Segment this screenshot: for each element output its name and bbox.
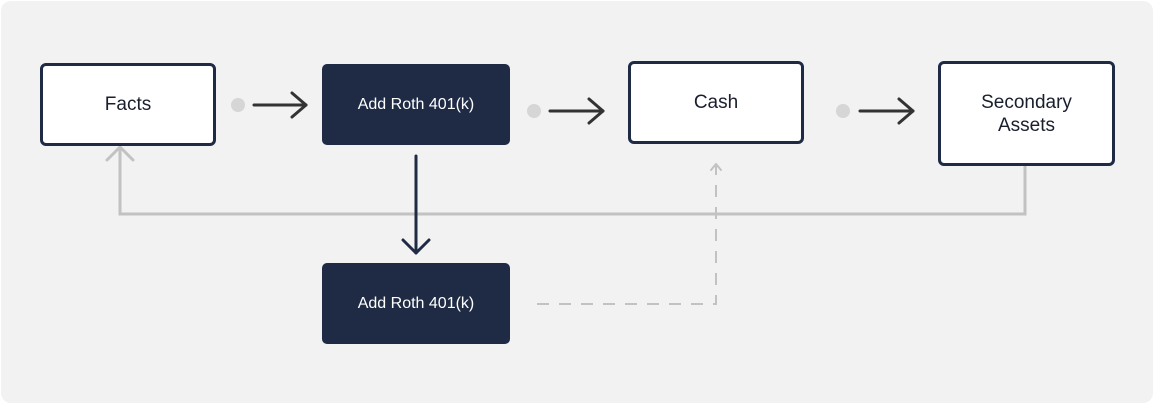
feedback-loop-line <box>118 147 1027 216</box>
connector-dot-3 <box>836 104 850 118</box>
node-add-roth-401k[interactable]: Add Roth 401(k) <box>322 64 510 145</box>
arrow-cash-to-secondary <box>858 97 915 125</box>
node-cash-label: Cash <box>693 92 739 113</box>
node-facts[interactable]: Facts <box>40 63 216 146</box>
node-add-roth-401k-secondary[interactable]: Add Roth 401(k) <box>322 263 510 344</box>
arrow-roth-down <box>401 154 431 255</box>
node-secondary-assets[interactable]: Secondary Assets <box>938 61 1115 166</box>
arrow-roth-to-cash <box>548 97 605 125</box>
node-secondary-assets-label: Secondary Assets <box>981 91 1072 136</box>
connector-dot-1 <box>231 98 245 112</box>
connector-dot-2 <box>527 104 541 118</box>
feedback-loop-arrowhead <box>105 145 135 162</box>
dashed-connector-line <box>537 166 717 305</box>
node-facts-label: Facts <box>104 94 152 115</box>
node-add-roth-401k-label: Add Roth 401(k) <box>357 96 475 113</box>
dashed-connector-arrowhead <box>710 163 722 171</box>
node-cash[interactable]: Cash <box>628 61 804 144</box>
arrow-facts-to-roth <box>252 91 308 119</box>
node-add-roth-401k-secondary-label: Add Roth 401(k) <box>357 295 475 312</box>
